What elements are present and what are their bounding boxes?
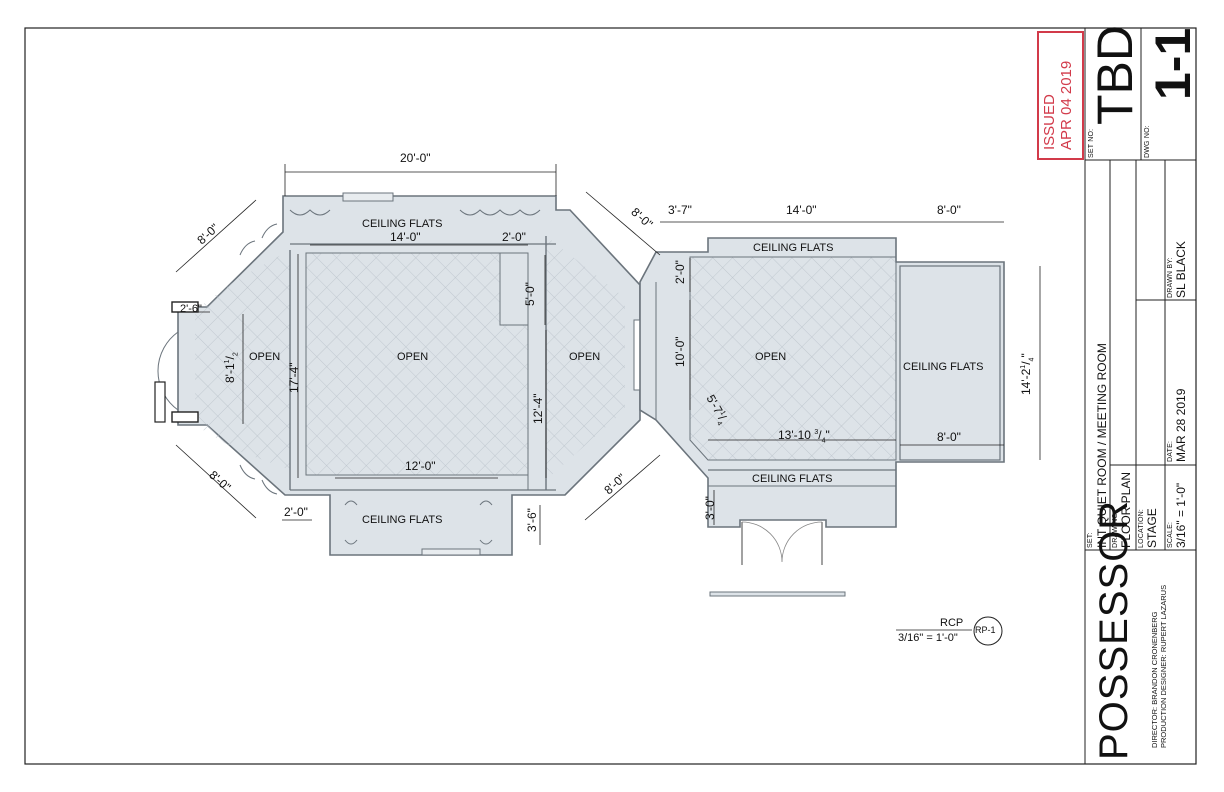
dim-left-height-frac-n: 1 bbox=[224, 359, 231, 364]
left-alcove-floor bbox=[195, 250, 290, 470]
issued-stamp: ISSUED APR 04 2019 bbox=[1041, 61, 1075, 150]
dim-left-height: 8'-11/2 bbox=[223, 352, 240, 383]
dim-r-bottom-frac-d: 4 bbox=[821, 437, 826, 445]
dim-top-inner: 14'-0" bbox=[390, 230, 421, 244]
dim-far-right-height-frac-n: 1 bbox=[1020, 364, 1027, 369]
label-ceiling-top-main: CEILING FLATS bbox=[362, 218, 443, 230]
dim-left-small: 2'-6" bbox=[180, 303, 202, 315]
main-room-floor bbox=[305, 252, 529, 476]
dim-door-small: 3'-0" bbox=[703, 496, 717, 520]
dim-mid-height: 12'-4" bbox=[531, 393, 545, 424]
dim-main-bottom: 12'-0" bbox=[405, 459, 436, 473]
dim-left-height-frac-d: 2 bbox=[232, 352, 240, 357]
mid-room-floor bbox=[546, 236, 625, 480]
set-no-value: TBD bbox=[1087, 25, 1143, 125]
location-label: LOCATION: bbox=[1138, 508, 1145, 548]
label-ceiling-top-right: CEILING FLATS bbox=[753, 242, 834, 254]
set-no-label: SET NO: bbox=[1088, 128, 1095, 158]
drawn-by-label: DRAWN BY: bbox=[1167, 257, 1174, 298]
dim-bottom-right-small: 3'-6" bbox=[525, 508, 539, 532]
dim-r-left-height: 10'-0" bbox=[673, 336, 687, 367]
project-title: POSSESSOR bbox=[1092, 499, 1136, 760]
date-label: DATE: bbox=[1167, 440, 1174, 462]
dim-r-bottom-frac-n: 3 bbox=[814, 429, 819, 436]
designer-credit: PRODUCTION DESIGNER: RUPERT LAZARUS bbox=[1159, 584, 1168, 748]
callout-scale: 3/16" = 1'-0" bbox=[898, 632, 958, 644]
far-right-flats bbox=[899, 265, 1001, 461]
dim-r-bottom: 13'-10 3/4" bbox=[778, 428, 830, 445]
dim-r-top-right: 8'-0" bbox=[937, 203, 961, 217]
callout-title: RCP bbox=[940, 617, 964, 629]
dim-left-height-text: 8'-1 bbox=[223, 363, 237, 383]
label-ceiling-far-right: CEILING FLATS bbox=[903, 361, 984, 373]
notch-box bbox=[499, 252, 529, 326]
label-open-main: OPEN bbox=[397, 351, 429, 363]
label-ceiling-bottom-right: CEILING FLATS bbox=[752, 473, 833, 485]
dim-far-right-height-frac-d: 4 bbox=[1028, 357, 1036, 362]
label-open-left: OPEN bbox=[249, 351, 281, 363]
label-open-mid: OPEN bbox=[569, 351, 601, 363]
dim-r-top-small: 3'-7" bbox=[668, 203, 692, 217]
director-credit: DIRECTOR: BRANDON CRONENBERG bbox=[1150, 611, 1159, 748]
scale-value: 3/16" = 1'-0" bbox=[1174, 482, 1188, 548]
dim-r-top-main: 14'-0" bbox=[786, 203, 817, 217]
label-open-right: OPEN bbox=[755, 351, 787, 363]
callout-bubble-label: RP-1 bbox=[975, 625, 996, 635]
label-ceiling-bottom-main: CEILING FLATS bbox=[362, 514, 443, 526]
stamp-line-1: ISSUED bbox=[1041, 94, 1058, 150]
dim-r-left-small: 2'-0" bbox=[673, 260, 687, 284]
dim-notch-h: 5'-0" bbox=[523, 282, 537, 306]
scale-label: SCALE: bbox=[1167, 521, 1174, 548]
dim-far-right-bottom: 8'-0" bbox=[937, 430, 961, 444]
stamp-line-2: APR 04 2019 bbox=[1058, 60, 1075, 150]
sheet-border bbox=[24, 27, 1197, 765]
dim-notch-w: 2'-0" bbox=[502, 230, 526, 244]
dim-bottom-left-small: 2'-0" bbox=[284, 505, 308, 519]
dwg-no-value: 1-1 bbox=[1145, 27, 1201, 100]
dim-top-overall: 20'-0" bbox=[400, 151, 431, 165]
dim-far-right-height-text: 14'-2 bbox=[1019, 368, 1033, 395]
location-value: STAGE bbox=[1145, 508, 1159, 548]
issued-stamp-frame bbox=[1037, 31, 1084, 160]
dim-main-height: 17'-4" bbox=[287, 362, 301, 393]
dim-far-right-height: 14'-21/4" bbox=[1019, 353, 1036, 395]
date-value: MAR 28 2019 bbox=[1174, 388, 1188, 462]
dim-r-bottom-text: 13'-10 bbox=[778, 428, 811, 442]
drawn-by-value: SL BLACK bbox=[1174, 241, 1188, 298]
dwg-no-label: DWG NO: bbox=[1144, 125, 1151, 158]
title-block-frame bbox=[1084, 28, 1196, 764]
